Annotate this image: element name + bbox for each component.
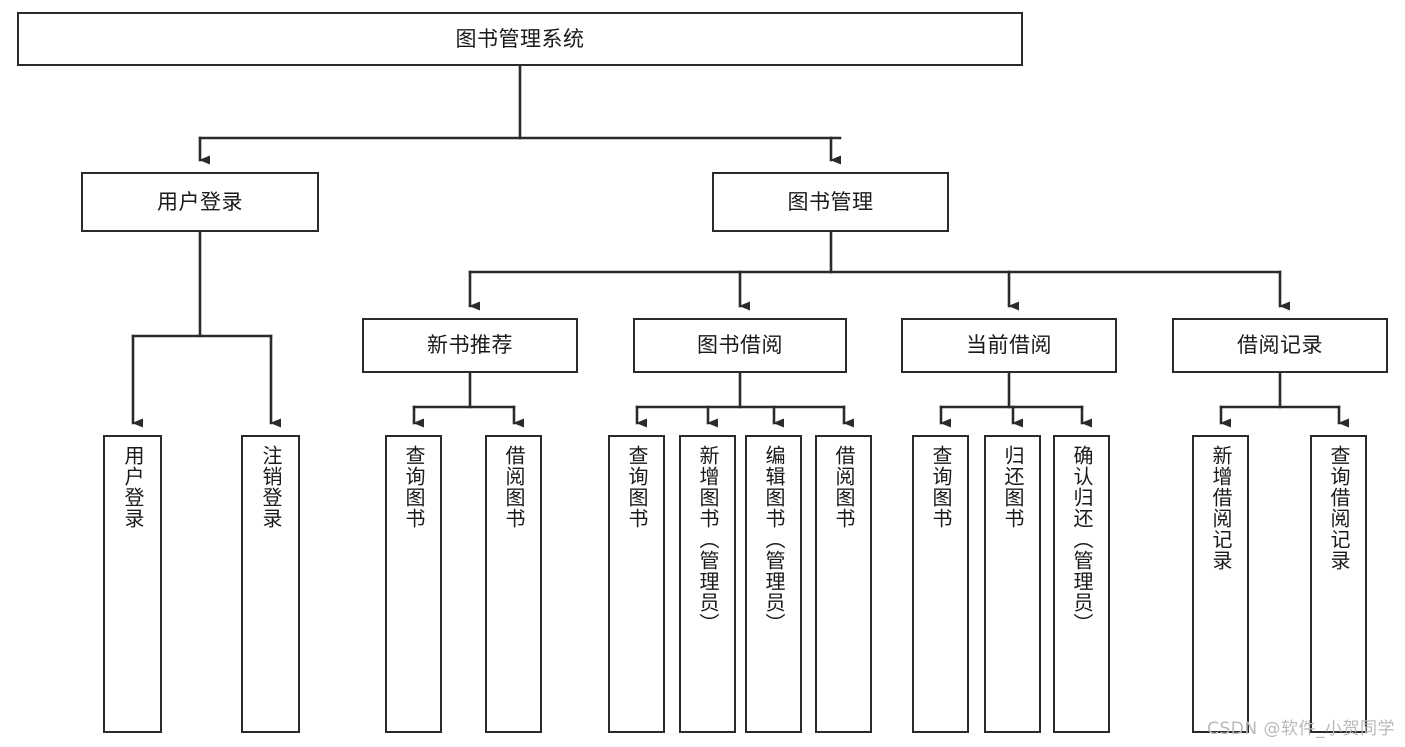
- node-leaf-query-book-1-label: 查询图书: [402, 445, 426, 529]
- watermark-text: CSDN @软件_小贺同学: [1207, 719, 1395, 739]
- node-book-borrow-label: 图书借阅: [697, 333, 783, 358]
- node-leaf-query-book-3[interactable]: 查询图书: [912, 435, 969, 733]
- node-leaf-logout-login-label: 注销登录: [259, 445, 283, 529]
- node-leaf-borrow-book-1[interactable]: 借阅图书: [485, 435, 542, 733]
- node-leaf-return-book[interactable]: 归还图书: [984, 435, 1041, 733]
- node-leaf-query-book-1[interactable]: 查询图书: [385, 435, 442, 733]
- node-leaf-add-book[interactable]: 新增图书（管理员）: [679, 435, 736, 733]
- node-leaf-logout-login[interactable]: 注销登录: [241, 435, 300, 733]
- node-new-book-recommend[interactable]: 新书推荐: [362, 318, 578, 373]
- node-leaf-edit-book-label: 编辑图书（管理员）: [762, 445, 786, 634]
- node-leaf-return-book-label: 归还图书: [1001, 445, 1025, 529]
- node-book-management-label: 图书管理: [787, 189, 874, 214]
- node-user-login-label: 用户登录: [157, 189, 243, 214]
- node-leaf-borrow-book-1-label: 借阅图书: [502, 445, 526, 529]
- node-root[interactable]: 图书管理系统: [17, 12, 1023, 66]
- node-new-book-recommend-label: 新书推荐: [427, 333, 513, 358]
- node-current-borrow[interactable]: 当前借阅: [901, 318, 1117, 373]
- node-leaf-query-book-3-label: 查询图书: [929, 445, 953, 529]
- node-leaf-add-borrow-record[interactable]: 新增借阅记录: [1192, 435, 1249, 733]
- node-current-borrow-label: 当前借阅: [966, 333, 1052, 358]
- node-leaf-add-borrow-record-label: 新增借阅记录: [1209, 445, 1233, 571]
- node-leaf-user-login[interactable]: 用户登录: [103, 435, 162, 733]
- node-leaf-user-login-label: 用户登录: [121, 445, 145, 529]
- node-leaf-query-borrow-record-label: 查询借阅记录: [1327, 445, 1351, 571]
- node-leaf-query-book-2-label: 查询图书: [625, 445, 649, 529]
- node-book-management[interactable]: 图书管理: [712, 172, 949, 232]
- node-borrow-record[interactable]: 借阅记录: [1172, 318, 1388, 373]
- node-leaf-confirm-return-label: 确认归还（管理员）: [1070, 445, 1094, 634]
- node-leaf-confirm-return[interactable]: 确认归还（管理员）: [1053, 435, 1110, 733]
- node-leaf-query-borrow-record[interactable]: 查询借阅记录: [1310, 435, 1367, 733]
- node-leaf-edit-book[interactable]: 编辑图书（管理员）: [745, 435, 802, 733]
- node-leaf-add-book-label: 新增图书（管理员）: [696, 445, 720, 634]
- node-leaf-borrow-book-2[interactable]: 借阅图书: [815, 435, 872, 733]
- node-root-label: 图书管理系统: [455, 26, 585, 51]
- node-book-borrow[interactable]: 图书借阅: [633, 318, 847, 373]
- node-leaf-query-book-2[interactable]: 查询图书: [608, 435, 665, 733]
- node-borrow-record-label: 借阅记录: [1237, 333, 1323, 358]
- node-user-login[interactable]: 用户登录: [81, 172, 319, 232]
- node-leaf-borrow-book-2-label: 借阅图书: [832, 445, 856, 529]
